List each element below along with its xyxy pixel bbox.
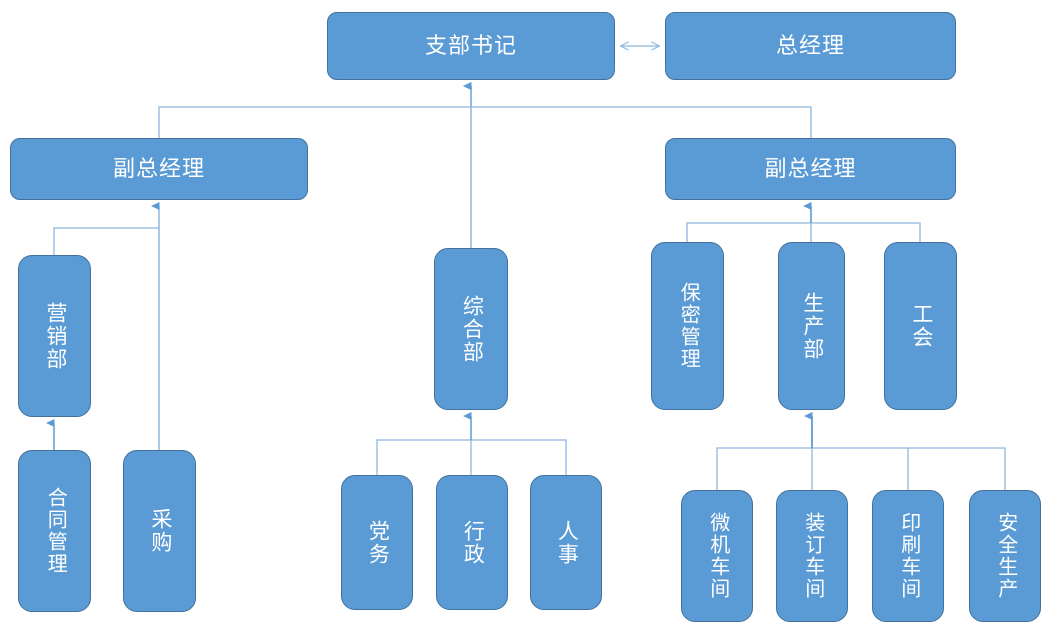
node-label: 工会 [909, 303, 933, 349]
node-label: 行政 [461, 519, 485, 566]
node-label: 印刷车间 [897, 512, 920, 600]
node-administration[interactable]: 行政 [436, 475, 508, 610]
node-party-affairs[interactable]: 党务 [341, 475, 413, 610]
node-party-secretary[interactable]: 支部书记 [327, 12, 615, 80]
node-label: 安全生产 [994, 512, 1017, 600]
node-binding-shop[interactable]: 装订车间 [776, 490, 848, 622]
edge-rightdepts-to-deputy-right [686, 202, 921, 242]
node-label: 合同管理 [44, 487, 67, 575]
edge-subdepts-to-general-dept [376, 412, 567, 475]
node-printing-shop[interactable]: 印刷车间 [872, 490, 944, 622]
node-label: 装订车间 [801, 512, 824, 600]
node-general-dept[interactable]: 综合部 [434, 248, 508, 410]
node-label: 总经理 [775, 33, 845, 59]
node-label: 营销部 [43, 301, 67, 371]
node-label: 微机车间 [706, 512, 729, 600]
node-label: 人事 [555, 519, 579, 566]
node-confidential-mgmt[interactable]: 保密管理 [651, 242, 724, 410]
node-labor-union[interactable]: 工会 [884, 242, 957, 410]
node-safety-production[interactable]: 安全生产 [969, 490, 1041, 622]
node-label: 生产部 [800, 291, 824, 361]
node-contract-mgmt[interactable]: 合同管理 [18, 450, 91, 612]
node-deputy-gm-right[interactable]: 副总经理 [665, 138, 956, 200]
node-general-manager[interactable]: 总经理 [665, 12, 956, 80]
node-procurement[interactable]: 采购 [123, 450, 196, 612]
node-marketing-dept[interactable]: 营销部 [18, 255, 91, 417]
node-production-dept[interactable]: 生产部 [778, 242, 845, 410]
node-human-resources[interactable]: 人事 [530, 475, 602, 610]
node-label: 副总经理 [112, 156, 205, 182]
edge-marketing-to-deputy-left [53, 227, 159, 255]
edge-workshops-to-production [716, 412, 1006, 490]
node-label: 综合部 [460, 294, 484, 364]
node-label: 采购 [148, 508, 172, 554]
node-label: 支部书记 [424, 33, 517, 59]
node-computer-shop[interactable]: 微机车间 [681, 490, 753, 622]
node-label: 保密管理 [677, 282, 700, 370]
edge-deputies-to-secretary [158, 82, 812, 138]
node-label: 副总经理 [764, 156, 857, 182]
node-label: 党务 [366, 519, 390, 566]
node-deputy-gm-left[interactable]: 副总经理 [10, 138, 308, 200]
